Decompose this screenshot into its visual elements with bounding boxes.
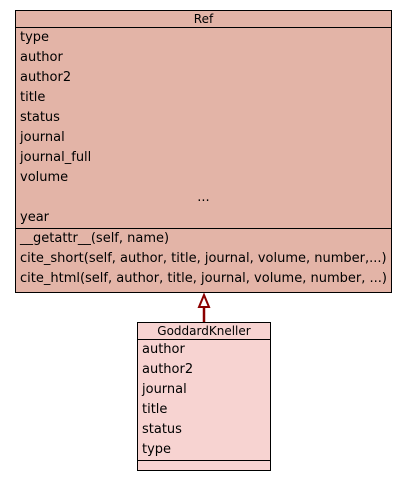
goddard-attr-journal: journal (142, 382, 187, 397)
goddard-kneller-class-methods (138, 461, 270, 470)
ref-attr-year: year (20, 210, 50, 225)
ref-method-getattr: __getattr__(self, name) (20, 231, 170, 246)
goddard-attr-author2: author2 (142, 362, 194, 377)
ref-class-title: Ref (16, 11, 391, 28)
goddard-attr-type: type (142, 442, 172, 457)
goddard-kneller-class-attributes: author author2 journal title status type (138, 340, 270, 461)
ref-class-box: Ref type author author2 title status jou… (15, 10, 392, 293)
ref-attr-type: type (20, 30, 50, 45)
ref-method-cite-short: cite_short(self, author, title, journal,… (20, 251, 387, 266)
goddard-kneller-class-box: GoddardKneller author author2 journal ti… (137, 322, 271, 471)
ref-method-cite-html: cite_html(self, author, title, journal, … (20, 271, 387, 286)
goddard-attr-author: author (142, 342, 185, 357)
ref-attr-title: title (20, 90, 46, 105)
ref-class-methods: __getattr__(self, name) cite_short(self,… (16, 229, 391, 289)
ref-attr-ellipsis: ... (197, 190, 210, 205)
goddard-attr-status: status (142, 422, 182, 437)
goddard-kneller-class-title: GoddardKneller (138, 323, 270, 340)
inheritance-arrowhead-icon (197, 292, 211, 308)
ref-attr-journal: journal (20, 130, 65, 145)
goddard-attr-title: title (142, 402, 168, 417)
ref-attr-author2: author2 (20, 70, 72, 85)
ref-attr-author: author (20, 50, 63, 65)
ref-attr-journal-full: journal_full (20, 150, 92, 165)
ref-attr-volume: volume (20, 170, 69, 185)
ref-class-attributes: type author author2 title status journal… (16, 28, 391, 229)
ref-attr-status: status (20, 110, 60, 125)
